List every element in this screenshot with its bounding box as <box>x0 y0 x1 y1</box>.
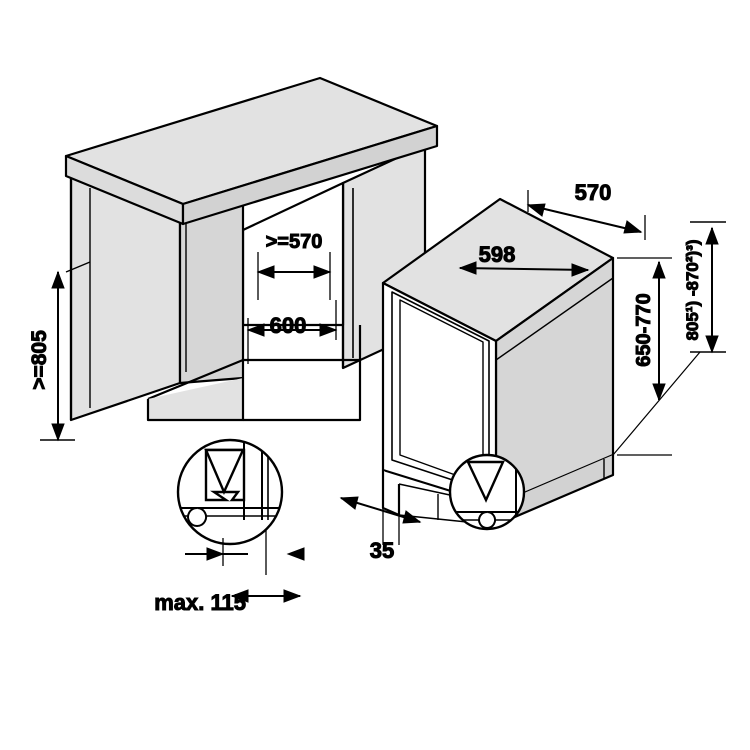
worktop <box>64 76 439 226</box>
dim-plinth-depth: max. 115 <box>154 530 305 616</box>
detail-callout-left <box>176 438 284 546</box>
label-niche-width: >=570 <box>266 231 323 253</box>
label-plinth-depth: max. 115 <box>154 590 246 615</box>
label-top-width: 570 <box>575 180 612 205</box>
label-niche-depth: 600 <box>270 313 307 338</box>
dim-top-width: 570 <box>526 180 646 240</box>
dim-body-height: 650-770 <box>617 257 672 456</box>
dim-niche-width: >=570 <box>256 231 332 300</box>
detail-arrow-right <box>466 460 505 503</box>
dim-total-height: 805¹) -870²)³) <box>612 221 726 456</box>
niche-plinth <box>146 325 362 422</box>
dim-front-width: 598 <box>458 242 590 277</box>
dishwasher-assembly <box>381 197 615 527</box>
label-total-height: 805¹) -870²)³) <box>683 239 702 340</box>
label-plinth-height: 35 <box>370 538 394 563</box>
dim-niche-height: >=805 <box>28 261 91 442</box>
label-front-width: 598 <box>479 242 516 267</box>
dim-niche-depth: 600 <box>246 300 338 364</box>
kitchen-niche-assembly <box>64 76 439 422</box>
detail-arrow-left <box>204 448 245 495</box>
dim-plinth-height: 35 <box>339 486 422 564</box>
label-niche-height: >=805 <box>28 330 51 390</box>
detail-callout-right <box>448 453 526 531</box>
label-body-height: 650-770 <box>633 293 655 366</box>
